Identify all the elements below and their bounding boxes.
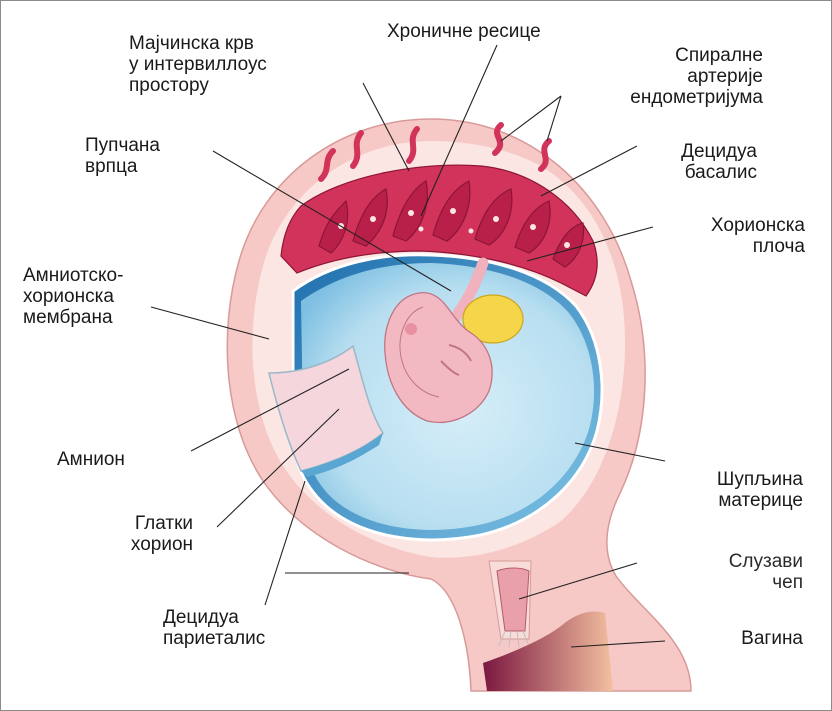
label-chorionic-plate: Хорионска плоча <box>661 215 805 257</box>
label-umbilical-cord: Пупчана врпца <box>85 135 160 177</box>
label-decidua-parietalis: Децидуа париеталис <box>163 607 265 649</box>
label-decidua-basalis: Децидуа басалис <box>641 141 757 183</box>
label-smooth-chorion: Глатки хорион <box>81 513 193 555</box>
label-amnion: Амнион <box>57 449 125 470</box>
label-vagina: Вагина <box>661 628 803 649</box>
label-chorionic-villi: Хроничне ресице <box>387 21 541 42</box>
label-maternal-blood: Мајчинска крв у интервиллоус простору <box>129 33 267 96</box>
label-mucous-plug: Слузави чеп <box>661 551 803 593</box>
label-uterine-cavity: Шупљина материце <box>661 469 803 511</box>
label-amniochorionic-membrane: Амниотско- хорионска мембрана <box>23 265 123 328</box>
label-spiral-arteries: Спиралне артерије ендометријума <box>593 45 763 108</box>
